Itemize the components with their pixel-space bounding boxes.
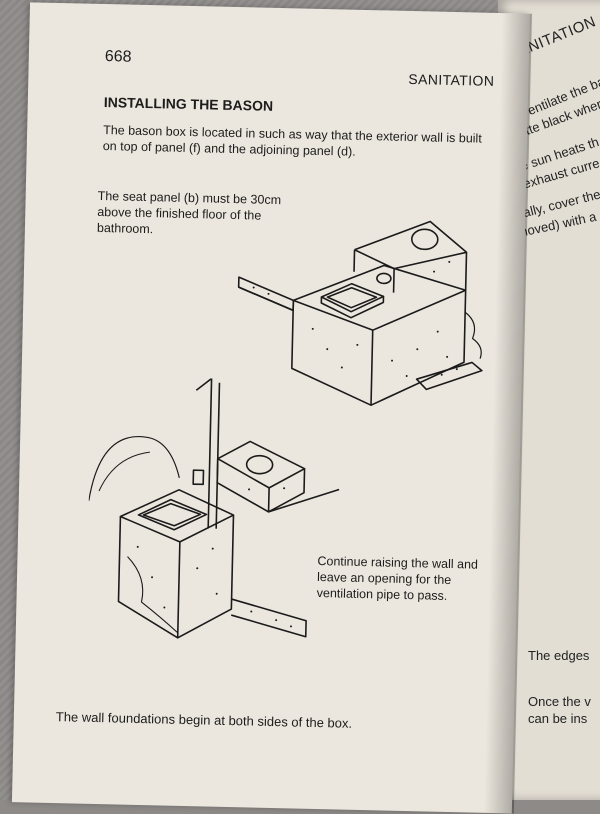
intro-paragraph: The bason box is located in such as way …	[102, 123, 482, 159]
wall-caption: Continue raising the wall and leave an o…	[316, 553, 479, 603]
foundation-caption: The wall foundations begin at both sides…	[55, 709, 353, 731]
wall-raising-illustration	[88, 377, 340, 639]
page-number: 668	[104, 48, 132, 66]
right-page-line: can be ins	[528, 711, 588, 726]
right-page-line: The edges	[528, 648, 590, 663]
section-title: INSTALLING THE BASON	[103, 94, 274, 114]
bason-box-illustration	[237, 220, 483, 406]
left-page: 668 SANITATION INSTALLING THE BASON The …	[11, 2, 532, 814]
running-head: SANITATION	[408, 70, 495, 89]
right-page-line: Once the v	[528, 694, 591, 709]
